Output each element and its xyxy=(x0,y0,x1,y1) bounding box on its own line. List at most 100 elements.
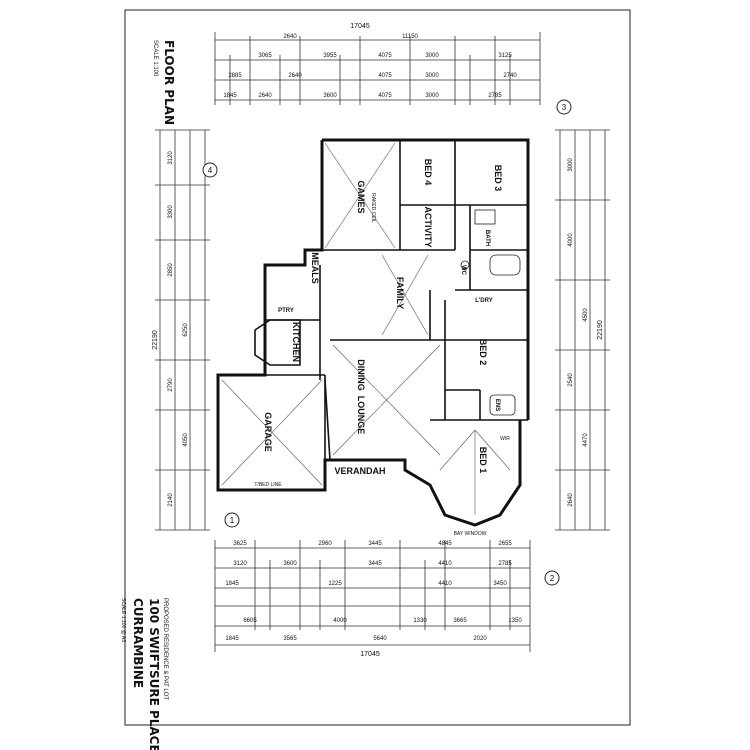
svg-text:4: 4 xyxy=(208,166,213,175)
svg-text:1845: 1845 xyxy=(225,636,239,642)
svg-text:2140: 2140 xyxy=(168,493,174,507)
svg-text:2785: 2785 xyxy=(488,93,502,99)
elevation-marker-1: 1 xyxy=(224,512,240,528)
left-dimensions xyxy=(155,129,210,531)
right-dimensions xyxy=(555,129,610,531)
svg-text:2540: 2540 xyxy=(568,373,574,387)
svg-text:4050: 4050 xyxy=(183,433,189,447)
top-row-1: 3065 3955 4075 3000 3125 xyxy=(258,53,512,59)
address-line-1: 100 SWIFTSURE PLACE xyxy=(147,598,161,750)
bottom-row-1: 3625 2960 3445 4845 2655 xyxy=(233,541,512,547)
room-label-bed2: BED 2 xyxy=(478,339,488,366)
bottom-row-5: 1845 3565 5640 2020 xyxy=(225,636,487,642)
room-label-pantry: PTRY xyxy=(278,308,294,314)
svg-text:2850: 2850 xyxy=(168,263,174,277)
elevation-marker-4: 4 xyxy=(202,162,218,178)
svg-text:3600: 3600 xyxy=(323,93,337,99)
svg-text:1350: 1350 xyxy=(508,618,522,624)
svg-text:2640: 2640 xyxy=(568,493,574,507)
room-label-family: FAMILY xyxy=(395,277,405,309)
svg-text:2640: 2640 xyxy=(288,73,302,79)
elevation-marker-3: 3 xyxy=(556,99,572,115)
svg-text:3125: 3125 xyxy=(498,53,512,59)
window-note: BAY WINDOW xyxy=(454,531,487,537)
svg-text:3450: 3450 xyxy=(493,581,507,587)
interior-walls xyxy=(254,140,528,461)
svg-text:6605: 6605 xyxy=(243,618,257,624)
bottom-row-4: 6605 4000 1330 3665 1350 xyxy=(243,618,522,624)
bed1-note: WIR xyxy=(500,436,510,442)
room-label-bath: BATH xyxy=(484,230,490,246)
overall-width-bottom: 17045 xyxy=(360,651,380,658)
svg-text:3000: 3000 xyxy=(425,73,439,79)
right-dim-labels: 3000 4000 4500 2540 4470 2640 xyxy=(568,158,589,507)
room-label-bed3: BED 3 xyxy=(493,165,503,192)
exterior-walls xyxy=(216,138,530,527)
tile-note: T/BED LINE xyxy=(254,482,282,488)
room-label-bed4: BED 4 xyxy=(423,159,433,186)
room-label-garage: GARAGE xyxy=(263,412,273,452)
svg-text:3000: 3000 xyxy=(425,53,439,59)
svg-text:6250: 6250 xyxy=(183,323,189,337)
room-label-dining: DINING xyxy=(356,359,366,391)
svg-text:3: 3 xyxy=(562,103,567,112)
svg-text:3625: 3625 xyxy=(233,541,247,547)
svg-text:3000: 3000 xyxy=(425,93,439,99)
svg-text:3955: 3955 xyxy=(323,53,337,59)
svg-text:3565: 3565 xyxy=(283,636,297,642)
svg-text:2960: 2960 xyxy=(318,541,332,547)
svg-text:4410: 4410 xyxy=(438,561,452,567)
room-label-wc: WC xyxy=(460,265,466,276)
svg-text:3445: 3445 xyxy=(368,561,382,567)
overall-depth-right: 22190 xyxy=(597,320,604,340)
svg-text:3120: 3120 xyxy=(168,151,174,165)
svg-text:3300: 3300 xyxy=(168,205,174,219)
svg-text:4000: 4000 xyxy=(333,618,347,624)
room-label-ldry: L'DRY xyxy=(475,298,493,304)
svg-text:1845: 1845 xyxy=(225,581,239,587)
room-label-kitchen: KITCHEN xyxy=(291,322,301,362)
top-row-2: 2885 2640 4075 3000 2740 xyxy=(228,73,517,79)
left-dim-labels: 3120 3300 2850 6250 2790 4050 2140 xyxy=(168,151,189,507)
svg-text:4075: 4075 xyxy=(378,73,392,79)
svg-text:4500: 4500 xyxy=(583,308,589,322)
room-label-verandah: VERANDAH xyxy=(334,466,385,476)
top-dimensions xyxy=(214,32,541,105)
room-label-bed1: BED 1 xyxy=(478,447,488,474)
svg-text:3065: 3065 xyxy=(258,53,272,59)
bottom-row-2: 3120 3600 3445 4410 2785 xyxy=(233,561,512,567)
room-label-activity: ACTIVITY xyxy=(423,206,433,247)
bath-fixtures xyxy=(460,209,521,416)
room-label-meals: MEALS xyxy=(310,252,320,284)
svg-text:1330: 1330 xyxy=(413,618,427,624)
svg-text:2020: 2020 xyxy=(473,636,487,642)
address-line-2: CURRAMBINE xyxy=(131,598,145,688)
ceiling-note: RAKED CEIL xyxy=(370,193,376,223)
room-label-ens: ENS xyxy=(494,399,500,411)
sheet-border xyxy=(124,9,631,726)
elevation-marker-2: 2 xyxy=(544,570,560,586)
svg-text:2785: 2785 xyxy=(498,561,512,567)
plan-title: FLOOR PLAN xyxy=(162,40,176,125)
ceiling-lines xyxy=(221,142,511,515)
overall-width-top: 17045 xyxy=(350,23,370,30)
svg-text:2885: 2885 xyxy=(228,73,242,79)
svg-text:1225: 1225 xyxy=(328,581,342,587)
svg-text:4410: 4410 xyxy=(438,581,452,587)
plan-scale: SCALE 1:100 xyxy=(152,40,158,77)
bottom-dimensions xyxy=(214,540,531,652)
svg-text:4000: 4000 xyxy=(568,233,574,247)
room-label-lounge: LOUNGE xyxy=(356,396,366,435)
small-note: SCALE 1:100 @ A3 xyxy=(120,598,126,642)
svg-text:3000: 3000 xyxy=(568,158,574,172)
svg-text:3120: 3120 xyxy=(233,561,247,567)
top-row-3: 1845 2640 3600 4075 3000 2785 xyxy=(223,93,502,99)
top-center-dim: 11150 xyxy=(402,34,418,40)
svg-text:2655: 2655 xyxy=(498,541,512,547)
owner-note: PROPOSED RESIDENCE & PAT LOT xyxy=(162,598,168,700)
svg-text:2790: 2790 xyxy=(168,378,174,392)
svg-text:3445: 3445 xyxy=(368,541,382,547)
svg-text:1: 1 xyxy=(230,516,235,525)
svg-text:4845: 4845 xyxy=(438,541,452,547)
